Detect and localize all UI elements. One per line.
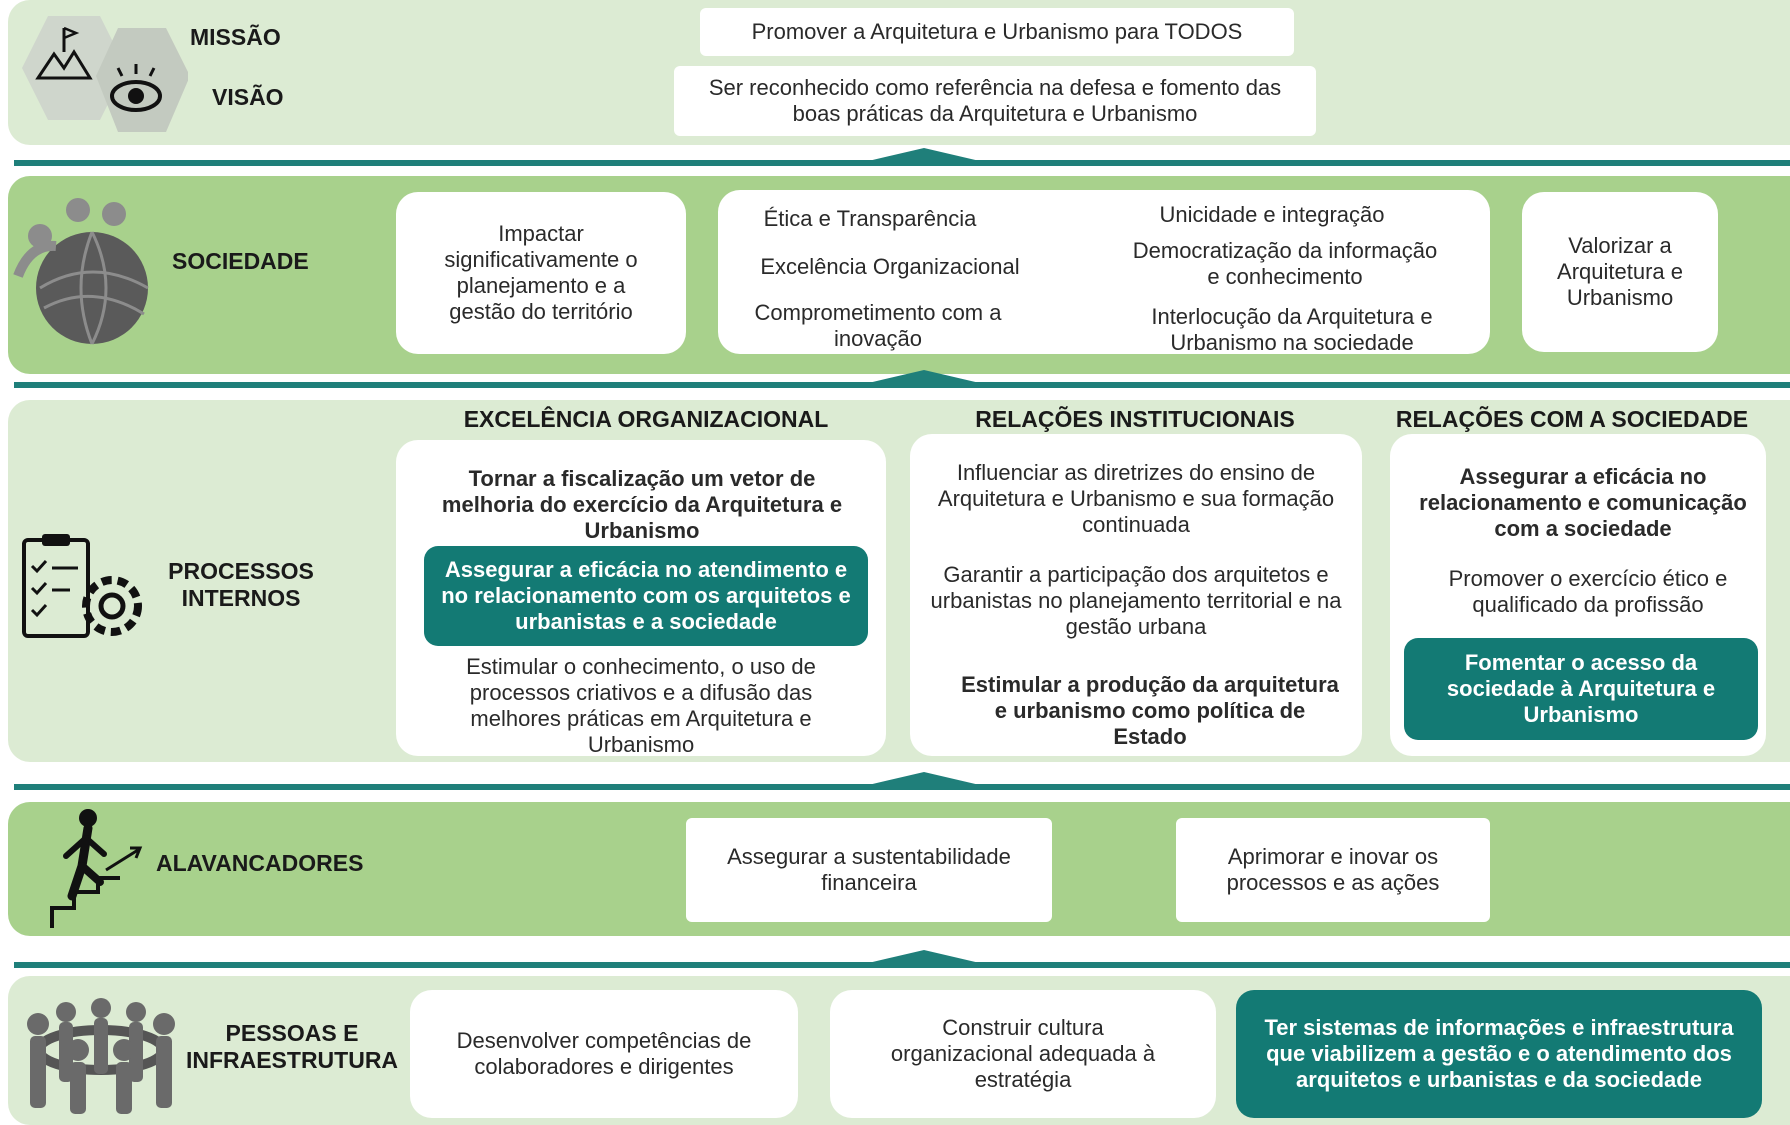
separator-3 (14, 784, 1790, 790)
visao-text-line2: boas práticas da Arquitetura e Urbanismo (792, 101, 1198, 126)
sociedade-box-valorizar: Valorizar a Arquitetura e Urbanismo (1522, 192, 1718, 352)
value-comprometimento: Comprometimento com a inovação (754, 300, 1002, 351)
col2-plain-text1: Influenciar as diretrizes do ensino de A… (937, 460, 1335, 537)
person-climbing-stairs-icon (50, 809, 143, 928)
separator-4 (14, 962, 1790, 968)
missao-label: MISSÃO (190, 24, 281, 50)
alavancadores-box-sustentabilidade: Assegurar a sustentabilidade financeira (686, 818, 1052, 922)
visao-label: VISÃO (212, 84, 284, 110)
value-democratizacao: Democratização da informação e conhecime… (1132, 238, 1438, 289)
header-relacoes-institucionais: RELAÇÕES INSTITUCIONAIS (975, 406, 1295, 432)
header-relacoes-sociedade: RELAÇÕES COM A SOCIEDADE (1395, 406, 1749, 432)
processos-col2-box (910, 434, 1362, 756)
processos-label-line1: PROCESSOS (168, 558, 314, 584)
pessoas-label: PESSOAS E INFRAESTRUTURA (182, 1020, 402, 1074)
value-excelencia: Excelência Organizacional (760, 254, 1020, 279)
pessoas-dark-sistemas: Ter sistemas de informações e infraestru… (1236, 990, 1762, 1118)
missao-box: Promover a Arquitetura e Urbanismo para … (700, 8, 1294, 56)
alavancadores-label: ALAVANCADORES (156, 850, 364, 876)
visao-text-line1: Ser reconhecido como referência na defes… (708, 75, 1282, 100)
people-circle-icon (27, 998, 175, 1114)
pessoas-label-line2: INFRAESTRUTURA (185, 1047, 399, 1073)
separator-1 (14, 160, 1790, 166)
col3-plain-text: Promover o exercício ético e qualificado… (1448, 566, 1728, 617)
processos-label: PROCESSOS INTERNOS (166, 558, 316, 612)
arrow-up-4 (864, 950, 984, 964)
checklist-gear-icon (22, 534, 142, 638)
hexagon-mountain-eye-icon (22, 16, 188, 132)
col2-plain-text2: Garantir a participação dos arquitetos e… (930, 562, 1342, 639)
arrow-up-1 (864, 148, 984, 162)
pessoas-label-line1: PESSOAS E (225, 1020, 359, 1046)
value-unicidade: Unicidade e integração (1159, 202, 1385, 227)
col3-teal-text: Assegurar a eficácia no relacionamento e… (1419, 464, 1747, 541)
col1-plain-text: Estimular o conhecimento, o uso de proce… (466, 654, 816, 757)
processos-label-line2: INTERNOS (181, 585, 301, 611)
alavancadores-box-aprimorar: Aprimorar e inovar os processos e as açõ… (1176, 818, 1490, 922)
pessoas-box-competencias: Desenvolver competências de colaboradore… (410, 990, 798, 1118)
arrow-up-2 (864, 370, 984, 384)
col1-dark-box: Assegurar a eficácia no atendimento e no… (424, 546, 868, 646)
sociedade-values-box (718, 190, 1490, 354)
arrow-up-3 (864, 772, 984, 786)
col1-teal-text: Tornar a fiscalização um vetor de melhor… (441, 466, 843, 543)
value-interlocucao: Interlocução da Arquitetura e Urbanismo … (1151, 304, 1433, 355)
header-excelencia: EXCELÊNCIA ORGANIZACIONAL (463, 406, 829, 432)
visao-box: Ser reconhecido como referência na defes… (674, 66, 1316, 136)
col3-dark-box: Fomentar o acesso da sociedade à Arquite… (1404, 638, 1758, 740)
sociedade-label: SOCIEDADE (172, 248, 309, 274)
pessoas-box-cultura: Construir cultura organizacional adequad… (830, 990, 1216, 1118)
sociedade-box-impactar: Impactar significativamente o planejamen… (396, 192, 686, 354)
value-etica: Ética e Transparência (763, 206, 977, 231)
separator-2 (14, 382, 1790, 388)
col2-teal-text: Estimular a produção da arquitetura e ur… (961, 672, 1339, 749)
globe-people-icon (13, 198, 149, 345)
